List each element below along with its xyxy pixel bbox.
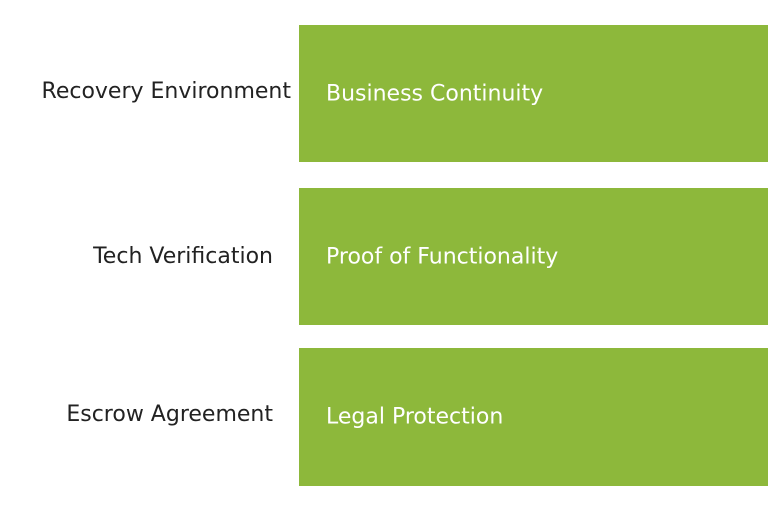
row-label-recovery-environment: Recovery Environment bbox=[41, 79, 291, 104]
row-label-escrow-agreement: Escrow Agreement bbox=[66, 402, 273, 427]
benefit-text: Proof of Functionality bbox=[326, 244, 559, 269]
benefit-text: Legal Protection bbox=[326, 404, 504, 430]
benefit-text: Business Continuity bbox=[326, 81, 544, 106]
row-label-tech-verification: Tech Verification bbox=[93, 244, 273, 269]
benefit-box-legal-protection: Legal Protection bbox=[299, 348, 768, 486]
benefit-box-proof-of-functionality: Proof of Functionality bbox=[299, 188, 768, 325]
benefit-box-business-continuity: Business Continuity bbox=[299, 25, 768, 162]
